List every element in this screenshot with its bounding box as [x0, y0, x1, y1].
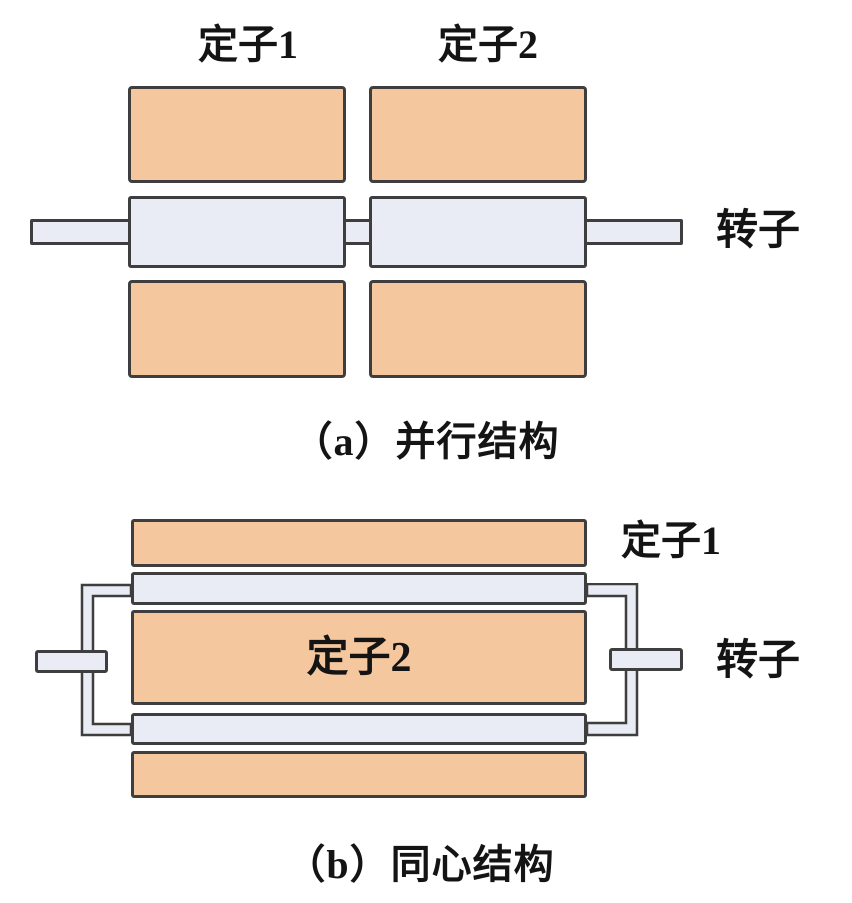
figure-a-shaft-left: [30, 219, 135, 245]
figure-b-rotor-bottom-bar: [131, 713, 587, 745]
figure-a-stator1-top-block: [128, 86, 346, 183]
figure-a-rotor2-block: [369, 196, 587, 268]
figure-a-stator1-bottom-block: [128, 280, 346, 378]
figure-b-stator2-inner-label: 定子2: [306, 634, 412, 681]
figure-b-stator1-label: 定子1: [621, 518, 721, 563]
figure-b-stator1-bottom-bar: [131, 751, 587, 798]
figure-a-rotor-label: 转子: [716, 208, 801, 254]
figure-a-stator2-label: 定子2: [438, 22, 538, 67]
figure-b-rotor-label: 转子: [716, 638, 801, 684]
figure-b-shaft-right-stub: [609, 648, 683, 671]
figure-a-caption: （a）并行结构: [292, 419, 560, 464]
figure-a-stator2-top-block: [369, 86, 587, 183]
figure-a-rotor1-block: [128, 196, 346, 268]
figure-b-stator1-top-bar: [131, 519, 587, 567]
figure-b-rotor-top-bar: [131, 572, 587, 605]
figure-b-caption: （b）同心结构: [285, 842, 555, 887]
figure-a-shaft-right: [582, 219, 683, 245]
figure-a-stator2-bottom-block: [369, 280, 587, 378]
figure-b-shaft-left-stub: [35, 650, 108, 673]
figure-b-stator2-block: 定子2: [131, 610, 587, 705]
figure-a-stator1-label: 定子1: [198, 22, 298, 67]
